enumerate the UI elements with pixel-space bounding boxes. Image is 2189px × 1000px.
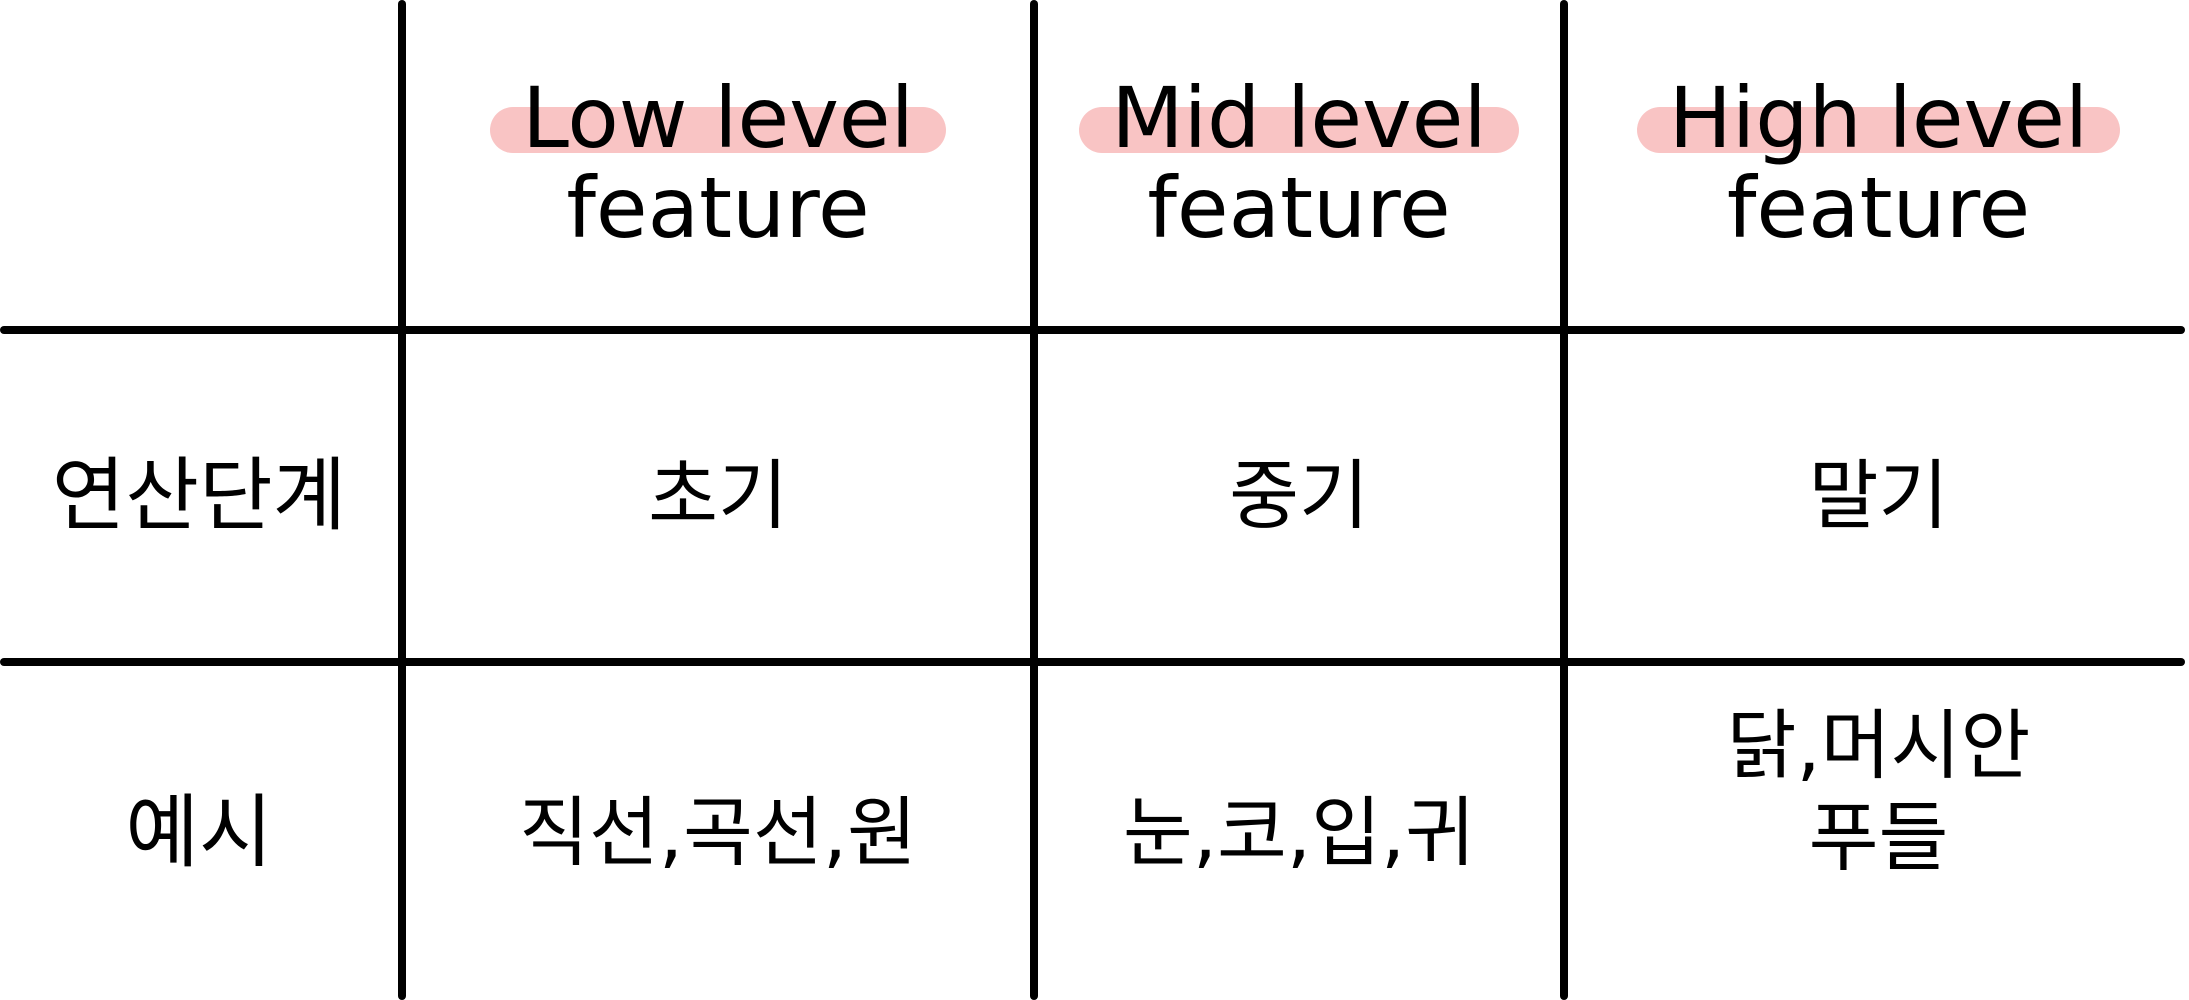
vertical-divider-3 (1560, 0, 1568, 1000)
cell-text-line-1: 닭,머시안 (1726, 701, 2031, 790)
header-high-level: High level feature (1568, 0, 2189, 326)
row-label-text: 예시 (125, 786, 273, 879)
cell-example-low: 직선,곡선,원 (406, 666, 1030, 1000)
cell-example-high: 닭,머시안 푸들 (1568, 666, 2189, 1000)
pink-highlight (1636, 107, 2121, 154)
header-low-level-subtitle: feature (566, 159, 870, 257)
pink-highlight (490, 107, 946, 154)
cell-middle: 중기 (1038, 334, 1560, 658)
cell-text-line-2: 푸들 (1808, 792, 1949, 882)
cell-text: 직선,곡선,원 (519, 788, 917, 878)
pink-highlight (1079, 107, 1519, 154)
header-high-level-title: High level (1636, 74, 2121, 162)
header-high-level-subtitle: feature (1726, 159, 2031, 257)
horizontal-divider-2 (0, 658, 2185, 666)
row-label-example: 예시 (0, 666, 398, 1000)
header-mid-level: Mid level feature (1038, 0, 1560, 326)
cell-early: 초기 (406, 334, 1030, 658)
cell-text: 중기 (1229, 451, 1369, 541)
cell-late: 말기 (1568, 334, 2189, 658)
horizontal-divider-1 (0, 326, 2185, 334)
cell-example-mid: 눈,코,입,귀 (1038, 666, 1560, 1000)
header-mid-level-subtitle: feature (1147, 159, 1451, 257)
vertical-divider-2 (1030, 0, 1038, 1000)
cell-text: 말기 (1808, 451, 1949, 541)
row-label-operation-stage: 연산단계 (0, 334, 398, 658)
cell-text: 초기 (648, 451, 788, 541)
cell-text: 눈,코,입,귀 (1122, 788, 1476, 878)
vertical-divider-1 (398, 0, 406, 1000)
header-low-level-title: Low level (490, 74, 946, 162)
header-low-level: Low level feature (406, 0, 1030, 326)
header-mid-level-title: Mid level (1079, 74, 1519, 162)
row-label-text: 연산단계 (51, 449, 347, 542)
